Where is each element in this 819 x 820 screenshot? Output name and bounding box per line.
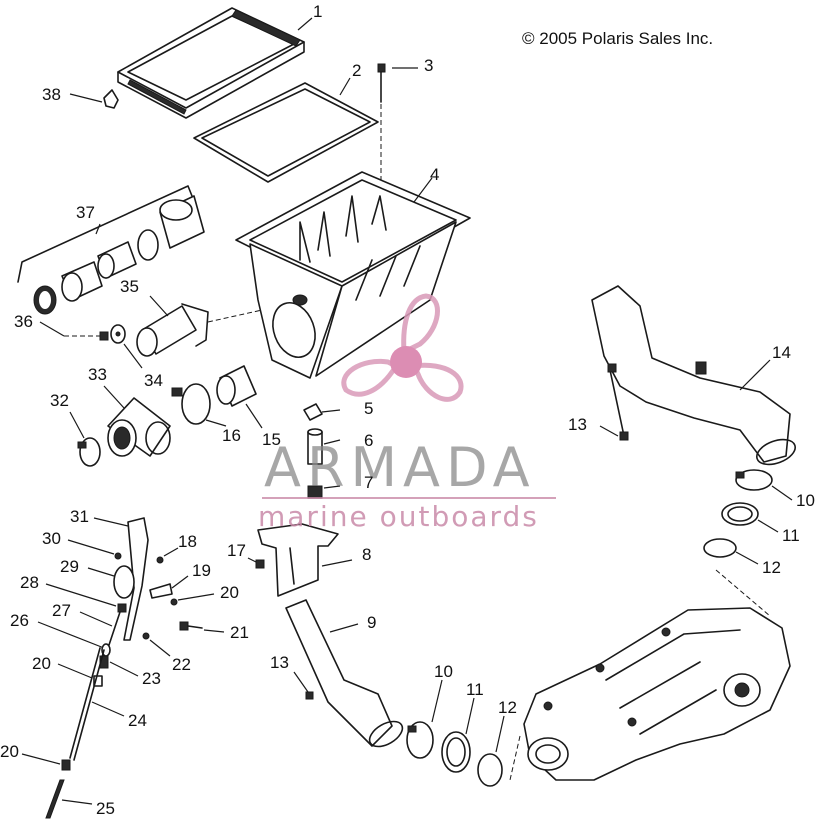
watermark: ARMADA marine outboards <box>258 293 556 533</box>
watermark-logo-icon <box>341 293 464 402</box>
callout-2: 2 <box>352 61 361 80</box>
part-20-spacer-b <box>21 753 71 771</box>
watermark-brand: ARMADA <box>264 436 536 499</box>
part-20-spacer-a <box>57 663 103 687</box>
part-10-clamp-right <box>735 469 793 501</box>
part-21-bolt <box>179 621 225 633</box>
part-14-duct <box>591 285 796 466</box>
callout-14: 14 <box>772 343 791 362</box>
part-37-filter-set <box>17 185 205 315</box>
callout-5: 5 <box>364 399 373 418</box>
part-6-drain-tube <box>307 428 341 465</box>
part-19-bushing <box>149 575 189 599</box>
callout-22: 22 <box>172 655 191 674</box>
callout-12-lower: 12 <box>498 698 517 717</box>
callout-30: 30 <box>42 529 61 548</box>
part-35-duct <box>136 295 263 357</box>
callout-9: 9 <box>367 613 376 632</box>
callout-35: 35 <box>120 277 139 296</box>
part-18-bolt <box>156 547 179 564</box>
part-9-duct <box>285 599 404 748</box>
callout-20-lower: 20 <box>0 742 19 761</box>
part-28-pin <box>45 583 127 613</box>
callout-21: 21 <box>230 623 249 642</box>
part-10-clamp-lower <box>406 679 443 759</box>
callout-38: 38 <box>42 85 61 104</box>
callout-20-upper: 20 <box>220 583 239 602</box>
callout-4: 4 <box>430 165 439 184</box>
callout-1: 1 <box>313 2 322 21</box>
part-34-washer <box>110 324 143 369</box>
callout-29: 29 <box>60 557 79 576</box>
callout-16: 16 <box>222 426 241 445</box>
part-31-arm <box>93 517 149 641</box>
callout-36: 36 <box>14 312 33 331</box>
callout-20-middle: 20 <box>32 654 51 673</box>
callout-7: 7 <box>364 473 373 492</box>
callout-6: 6 <box>364 431 373 450</box>
part-12-clamp-lower <box>477 715 505 787</box>
callout-24: 24 <box>128 711 147 730</box>
callout-37: 37 <box>76 203 95 222</box>
part-33-outlet-boot <box>103 385 171 457</box>
callout-33: 33 <box>88 365 107 384</box>
part-15-coupler <box>216 365 263 429</box>
callout-3: 3 <box>424 56 433 75</box>
callout-31: 31 <box>70 507 89 526</box>
part-32-clamp <box>69 411 101 467</box>
part-13-screw-upper <box>599 425 629 441</box>
callout-11-right: 11 <box>782 526 800 545</box>
callout-10-lower: 10 <box>434 662 453 681</box>
part-13-screw-lower <box>293 671 314 700</box>
watermark-tagline: marine outboards <box>258 500 539 533</box>
callout-11-lower: 11 <box>466 680 484 699</box>
callout-28: 28 <box>20 573 39 592</box>
part-16-clamp <box>171 383 227 427</box>
callout-8: 8 <box>362 545 371 564</box>
part-24-rod <box>69 647 125 761</box>
copyright-text: © 2005 Polaris Sales Inc. <box>522 29 713 48</box>
callout-23: 23 <box>142 669 161 688</box>
callout-34: 34 <box>144 371 163 390</box>
callout-19: 19 <box>192 561 211 580</box>
part-8-bracket <box>257 523 353 597</box>
part-17-screw <box>247 557 265 569</box>
callout-13-lower: 13 <box>270 653 289 672</box>
part-11-coupler-right <box>721 502 779 533</box>
part-23-sleeve <box>99 655 139 677</box>
part-clutch-cover <box>509 607 791 781</box>
part-25-spring <box>45 779 93 819</box>
callout-32: 32 <box>50 391 69 410</box>
callout-27: 27 <box>52 601 71 620</box>
callout-12-right: 12 <box>762 558 781 577</box>
part-4-airbox <box>235 171 471 379</box>
part-1-airbox-cover <box>117 7 313 119</box>
callout-15: 15 <box>262 430 281 449</box>
part-27-link <box>79 611 121 649</box>
part-38-clip <box>69 89 119 109</box>
part-11-coupler-lower <box>441 697 475 773</box>
callout-26: 26 <box>10 611 29 630</box>
part-30-nut <box>67 539 122 560</box>
callout-18: 18 <box>178 532 197 551</box>
callout-13-upper: 13 <box>568 415 587 434</box>
part-22-pin <box>142 632 171 657</box>
part-20-spacer-c <box>170 593 215 606</box>
part-29-disc <box>87 565 135 599</box>
part-5-clip <box>303 403 341 421</box>
callout-17: 17 <box>227 541 246 560</box>
part-3-screw <box>377 63 418 180</box>
part-12-clamp-right <box>703 538 759 565</box>
callout-25: 25 <box>96 799 115 818</box>
part-2-filter-gasket <box>193 77 379 183</box>
callout-10-right: 10 <box>796 491 815 510</box>
part-36-bolt <box>39 321 109 341</box>
